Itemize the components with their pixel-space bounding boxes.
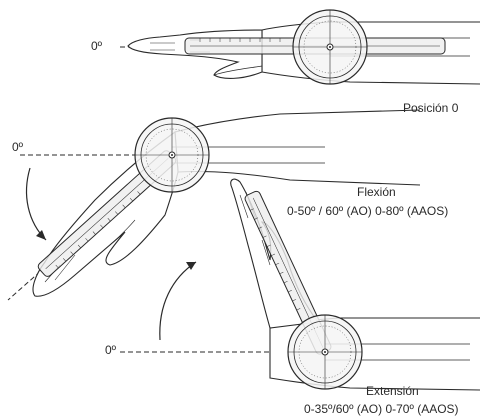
extension-arrow <box>160 262 196 340</box>
goniometer-dial-middle <box>135 118 209 192</box>
zero-label-middle: 0º <box>12 140 23 154</box>
flexion-range: 0-50º / 60º (AO) 0-80º (AAOS) <box>287 204 448 218</box>
flexion-arrow <box>27 168 46 240</box>
zero-label-top: 0º <box>91 39 102 53</box>
goniometer-dial-bottom <box>288 315 362 389</box>
goniometer-dial-top <box>293 10 367 84</box>
flexion-arrowhead <box>36 230 46 240</box>
forearm-middle <box>175 110 420 185</box>
extension-range: 0-35º/60º (AO) 0-70º (AAOS) <box>304 402 459 416</box>
position-zero-diagram <box>120 10 480 84</box>
flexion-title: Flexión <box>357 185 396 199</box>
extension-title: Extensión <box>366 384 419 398</box>
zero-label-bottom: 0º <box>105 343 116 357</box>
position-zero-label: Posición 0 <box>403 101 458 115</box>
